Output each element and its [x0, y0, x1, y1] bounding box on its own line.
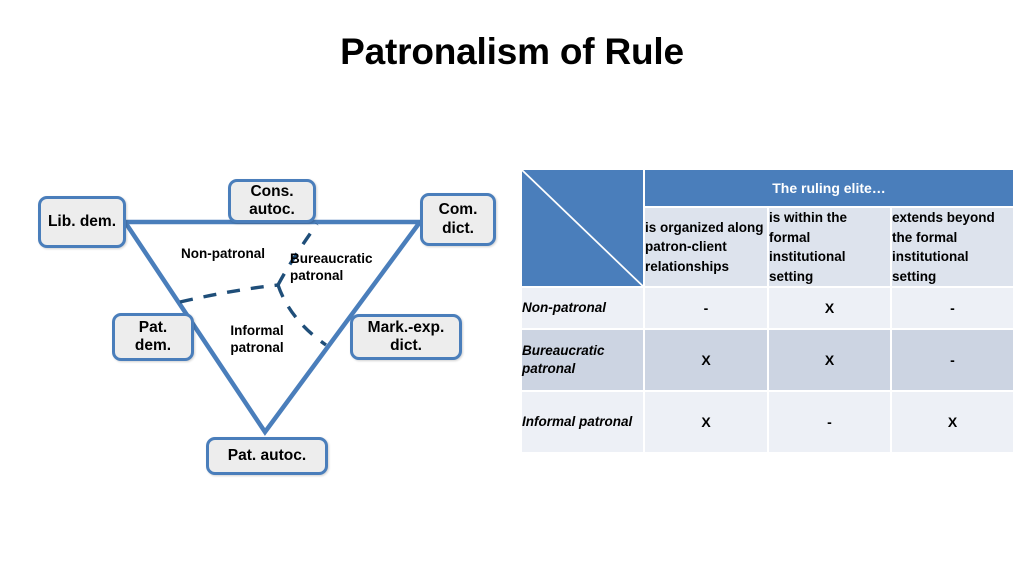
node-com-dict[interactable]: Com. dict. — [420, 193, 496, 246]
matrix-row-label-2: Bureaucratic patronal — [522, 330, 643, 391]
matrix-corner-cell — [522, 170, 643, 287]
region-label-bureaucratic-patronal: Bureaucratic patronal — [290, 251, 373, 284]
region-label-informal-patronal: Informal patronal — [230, 323, 284, 356]
node-pat-autoc[interactable]: Pat. autoc. — [206, 437, 328, 475]
matrix-table: The ruling elite… is organized along pat… — [520, 168, 1015, 454]
triangle-graphic — [120, 219, 425, 436]
ruling-elite-matrix: The ruling elite… is organized along pat… — [520, 168, 1014, 498]
matrix-cell-r2c1: X — [645, 330, 767, 391]
diagonal-slash-icon — [522, 170, 643, 287]
matrix-cell-r1c2: X — [769, 288, 890, 329]
page-title: Patronalism of Rule — [340, 31, 684, 72]
node-lib-dem-label: Lib. dem. — [47, 212, 117, 230]
node-com-dict-label: Com. dict. — [438, 201, 478, 237]
matrix-col-header-3: extends beyond the formal institutional … — [892, 208, 1014, 287]
table-row: Non-patronal - X - — [522, 288, 1014, 329]
diagram-typology-triangle: Lib. dem. Cons. autoc. Com. dict. Pat. d… — [38, 179, 496, 475]
table-row: Informal patronal X - X — [522, 392, 1014, 453]
matrix-cell-r2c3: - — [892, 330, 1014, 391]
matrix-row-label-1: Non-patronal — [522, 288, 643, 329]
region-label-non-patronal: Non-patronal — [181, 246, 265, 261]
node-pat-autoc-label: Pat. autoc. — [227, 446, 307, 464]
node-lib-dem[interactable]: Lib. dem. — [38, 196, 126, 248]
node-mark-exp-dict-label: Mark.-exp. dict. — [367, 318, 445, 354]
matrix-cell-r3c3: X — [892, 392, 1014, 453]
matrix-supercolumn-header: The ruling elite… — [645, 170, 1014, 206]
matrix-column-header-row: is organized along patron-client relatio… — [522, 208, 1014, 287]
matrix-col-header-1: is organized along patron-client relatio… — [645, 208, 767, 287]
node-pat-dem[interactable]: Pat. dem. — [112, 313, 194, 361]
matrix-cell-r3c2: - — [769, 392, 890, 453]
matrix-cell-r2c2: X — [769, 330, 890, 391]
node-cons-autoc[interactable]: Cons. autoc. — [228, 179, 316, 223]
matrix-row-label-3: Informal patronal — [522, 392, 643, 453]
partition-dashed-lines — [179, 223, 327, 347]
node-cons-autoc-label: Cons. autoc. — [249, 182, 295, 218]
table-row: Bureaucratic patronal X X - — [522, 330, 1014, 391]
node-pat-dem-label: Pat. dem. — [134, 318, 172, 354]
matrix-cell-r3c1: X — [645, 392, 767, 453]
matrix-col-header-2: is within the formal institutional setti… — [769, 208, 890, 287]
matrix-cell-r1c1: - — [645, 288, 767, 329]
node-mark-exp-dict[interactable]: Mark.-exp. dict. — [350, 314, 462, 360]
matrix-superheader-row: The ruling elite… — [522, 170, 1014, 287]
matrix-cell-r1c3: - — [892, 288, 1014, 329]
